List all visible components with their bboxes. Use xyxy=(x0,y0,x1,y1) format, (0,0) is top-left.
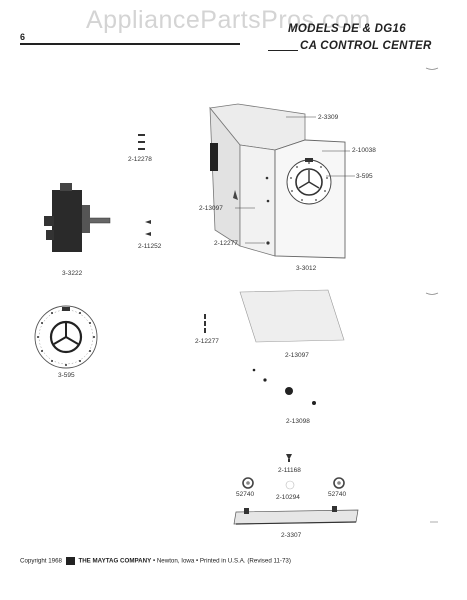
part-label-3-3012: 3-3012 xyxy=(296,265,317,272)
models-title: MODELS DE & DG16 xyxy=(288,23,406,35)
footer-copyright: Copyright 1968 xyxy=(20,557,62,565)
footer-company: THE MAYTAG COMPANY xyxy=(78,557,152,565)
dots-drawing xyxy=(252,368,316,405)
part-label-2-12278: 2-12278 xyxy=(128,156,152,163)
part-label-3-595-top: 3-595 xyxy=(356,173,373,180)
part-label-52740-left: 52740 xyxy=(236,491,255,498)
maytag-logo-icon xyxy=(65,557,75,565)
fastener-drawing xyxy=(286,454,292,462)
part-label-52740-right: 52740 xyxy=(328,491,347,498)
part-label-2-3307: 2-3307 xyxy=(281,532,302,539)
timer-motor-drawing xyxy=(44,183,111,252)
margin-marks xyxy=(425,67,439,523)
header-rule xyxy=(20,43,240,45)
section-title: CA CONTROL CENTER xyxy=(300,40,432,52)
part-label-2-3309: 2-3309 xyxy=(318,114,339,121)
part-label-3-3222: 3-3222 xyxy=(62,270,83,277)
part-label-2-11252: 2-11252 xyxy=(138,243,162,250)
dial-knob-drawing xyxy=(34,305,98,369)
part-label-2-12277-bottom: 2-12277 xyxy=(195,338,219,345)
part-label-2-10294: 2-10294 xyxy=(276,494,300,501)
terminal-strip-drawing xyxy=(138,134,145,150)
panel-drawing xyxy=(239,289,345,343)
screws-drawing xyxy=(145,220,151,236)
part-label-2-13097-bottom: 2-13097 xyxy=(285,352,309,359)
part-label-2-11168: 2-11168 xyxy=(278,467,301,474)
page-number: 6 xyxy=(20,32,26,42)
base-plate-drawing xyxy=(233,506,359,525)
part-label-2-13098: 2-13098 xyxy=(286,418,310,425)
watermark-text: AppliancePartsPros.com xyxy=(86,6,371,34)
footer: Copyright 1968 THE MAYTAG COMPANY • Newt… xyxy=(20,557,291,565)
part-label-2-12277-top: 2-12277 xyxy=(214,240,238,247)
part-label-2-13097-top: 2-13097 xyxy=(199,205,223,212)
clips-drawing xyxy=(204,314,206,333)
title-rule xyxy=(268,50,298,51)
grommets-drawing xyxy=(242,477,345,490)
control-center-cabinet-drawing xyxy=(209,103,355,259)
footer-location: • Newton, Iowa • Printed in U.S.A. (Revi… xyxy=(152,557,291,565)
part-label-3-595-bottom: 3-595 xyxy=(58,372,75,379)
part-label-2-10038: 2-10038 xyxy=(352,147,376,154)
